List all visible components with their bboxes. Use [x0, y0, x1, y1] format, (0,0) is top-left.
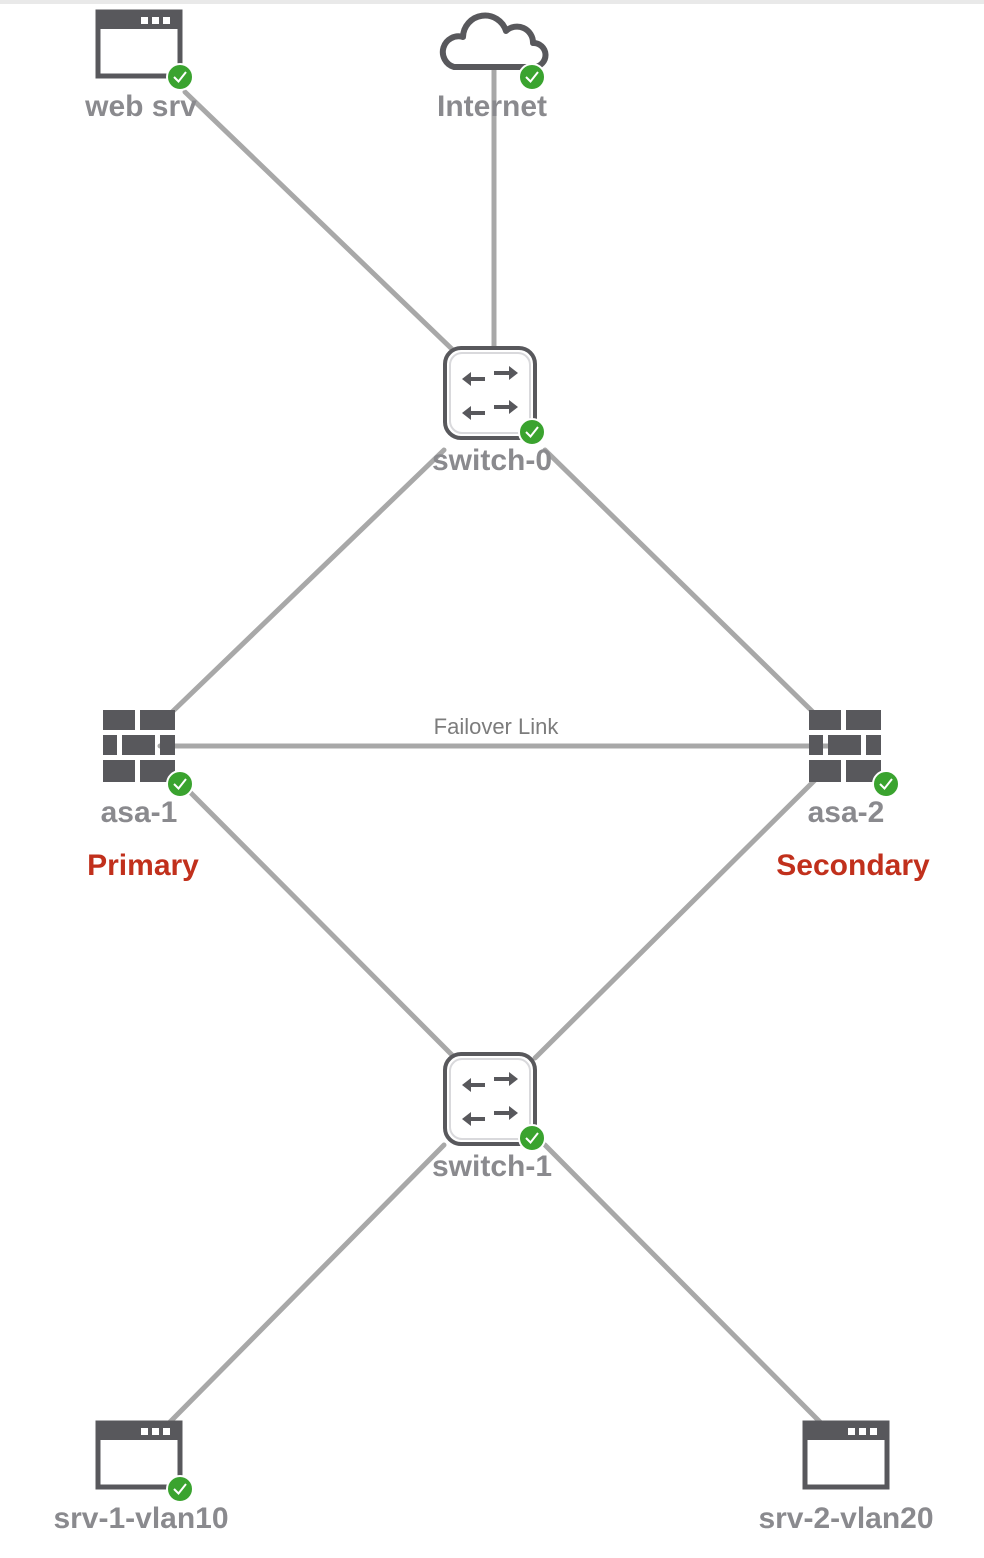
firewall-icon [809, 710, 881, 782]
link-asa-1-switch-1[interactable] [175, 777, 458, 1061]
node-web-srv[interactable]: web srv [84, 9, 197, 123]
node-label-srv-1-vlan10: srv-1-vlan10 [53, 1502, 228, 1535]
link-switch-0-asa-1[interactable] [167, 447, 447, 717]
node-srv-1-vlan10[interactable]: srv-1-vlan10 [53, 1420, 229, 1535]
status-ok-icon [166, 1475, 194, 1503]
node-srv-2-vlan20[interactable]: srv-2-vlan20 [758, 1420, 934, 1535]
link-switch-1-srv-1[interactable] [167, 1142, 447, 1425]
status-ok-icon [518, 418, 546, 446]
link-switch-1-srv-2[interactable] [542, 1142, 823, 1425]
role-label-secondary: Secondary [776, 849, 930, 882]
node-label-internet: Internet [437, 90, 547, 123]
links-layer [157, 67, 833, 1425]
server-icon [95, 9, 183, 79]
node-label-switch-0: switch-0 [432, 444, 552, 477]
node-label-web-srv: web srv [84, 90, 197, 123]
role-label-primary: Primary [87, 849, 199, 882]
firewall-icon [103, 710, 175, 782]
node-label-asa-2: asa-2 [808, 796, 885, 829]
status-ok-icon [166, 63, 194, 91]
top-border [0, 0, 984, 4]
node-switch-0[interactable]: switch-0 [432, 346, 552, 477]
failover-link-label: Failover Link [434, 714, 560, 739]
node-switch-1[interactable]: switch-1 [432, 1052, 552, 1183]
status-ok-icon [872, 770, 900, 798]
switch-icon [443, 346, 537, 440]
switch-icon [443, 1052, 537, 1146]
link-switch-0-asa-2[interactable] [542, 447, 818, 717]
link-asa-2-switch-1[interactable] [532, 777, 818, 1061]
status-ok-icon [518, 1124, 546, 1152]
link-web-srv-switch-0[interactable] [182, 89, 458, 355]
server-icon [802, 1420, 890, 1490]
status-ok-icon [518, 63, 546, 91]
node-label-srv-2-vlan20: srv-2-vlan20 [758, 1502, 933, 1535]
node-label-switch-1: switch-1 [432, 1150, 552, 1183]
node-internet[interactable]: Internet [437, 12, 549, 123]
node-asa-2[interactable]: asa-2 Secondary [776, 710, 930, 882]
node-label-asa-1: asa-1 [101, 796, 178, 829]
node-asa-1[interactable]: asa-1 Primary [87, 710, 199, 882]
server-icon [95, 1420, 183, 1490]
cloud-icon [439, 12, 549, 70]
status-ok-icon [166, 770, 194, 798]
